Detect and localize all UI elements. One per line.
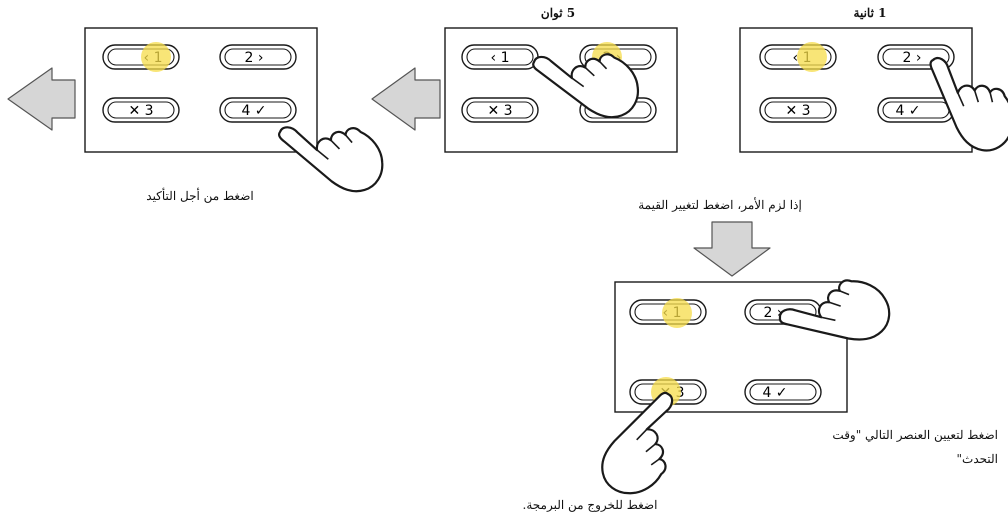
- svg-text:2 ›: 2 ›: [245, 50, 264, 66]
- button-1: ‹ 1: [461, 44, 539, 70]
- arrow-left-icon: [7, 67, 76, 131]
- svg-text:4 ✓: 4 ✓: [762, 385, 787, 401]
- highlight-dot: [797, 42, 827, 72]
- caption-next-item-line-1: اضغط لتعيين العنصر التالي "وقت: [832, 428, 998, 442]
- caption-change-value: إذا لزم الأمر، اضغط لتغيير القيمة: [638, 198, 802, 212]
- caption-one-second: 1 ثانية: [853, 6, 887, 20]
- caption-next-item: اضغط لتعيين العنصر التالي "وقت التحدث": [730, 426, 998, 468]
- highlight-dot: [662, 298, 692, 328]
- button-2: 2 ›: [219, 44, 297, 70]
- highlight-dot: [141, 42, 171, 72]
- svg-text:2 ›: 2 ›: [764, 305, 783, 321]
- caption-next-item-line-2: التحدث": [956, 452, 998, 466]
- panel-step-5: ‹ 1 2 › ✕ 3 4: [444, 16, 678, 153]
- button-3: ✕ 3: [461, 97, 539, 123]
- svg-text:2 ›: 2 ›: [903, 50, 922, 66]
- button-4: 4 ✓: [744, 379, 822, 405]
- button-4: 4 ✓: [219, 97, 297, 123]
- button-3: ✕ 3: [102, 97, 180, 123]
- panel-step-1: ‹ 1 2 › ✕ 3 4 ✓: [739, 27, 1008, 158]
- panel-next-item: ‹ 1 2 › ✕ 3 4 ✓: [581, 253, 901, 506]
- button-2: 2 ›: [877, 44, 955, 70]
- panel-confirm: ‹ 1 2 › ✕ 3 4 ✓: [84, 27, 396, 215]
- button-4: 4 ✓: [877, 97, 955, 123]
- caption-confirm: اضغط من أجل التأكيد: [146, 189, 254, 203]
- caption-exit: اضغط للخروج من البرمجة.: [522, 498, 658, 512]
- caption-five-seconds: 5 ثوان: [540, 6, 576, 20]
- arrow-down-icon: [693, 221, 771, 277]
- svg-text:‹ 1: ‹ 1: [491, 50, 510, 66]
- button-3: ✕ 3: [759, 97, 837, 123]
- svg-text:4 ✓: 4 ✓: [241, 103, 266, 119]
- svg-text:✕ 3: ✕ 3: [785, 103, 810, 119]
- svg-text:✕ 3: ✕ 3: [487, 103, 512, 119]
- button-2: 2 ›: [744, 299, 822, 325]
- svg-text:4 ✓: 4 ✓: [895, 103, 920, 119]
- arrow-left-icon: [371, 67, 441, 131]
- svg-text:✕ 3: ✕ 3: [128, 103, 153, 119]
